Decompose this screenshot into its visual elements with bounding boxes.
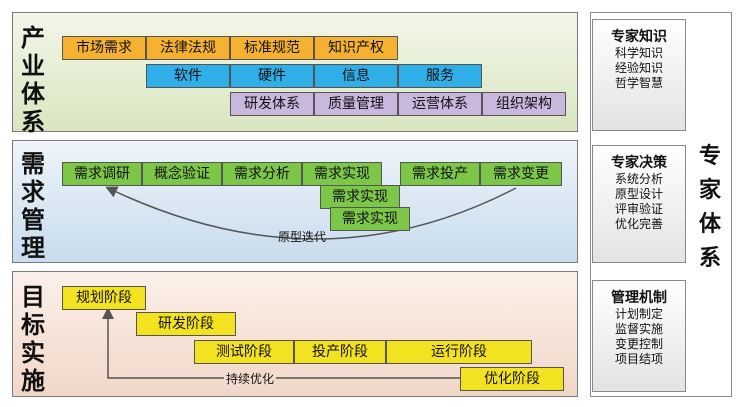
expert-decision-title: 专家决策	[611, 155, 667, 171]
industry-title: 产业 体系	[21, 24, 45, 136]
demand-step: 需求实现	[302, 162, 382, 186]
industry-item: 法律法规	[146, 36, 230, 60]
demand-step-stacked: 需求实现	[320, 185, 400, 209]
industry-item: 硬件	[230, 64, 314, 88]
industry-item: 标准规范	[230, 36, 314, 60]
demand-step: 概念验证	[142, 162, 222, 186]
industry-item: 研发体系	[230, 92, 314, 116]
demand-step: 需求分析	[222, 162, 302, 186]
expert-system-title: 专家 体系	[698, 144, 721, 271]
management-mechanism-box: 管理机制 计划制定 监督实施 变更控制 项目结项	[592, 280, 686, 392]
industry-item: 市场需求	[62, 36, 146, 60]
prototype-iteration-arrow	[105, 186, 517, 240]
prototype-iteration-label: 原型迭代	[278, 230, 327, 244]
demand-step-stacked: 需求实现	[330, 207, 410, 231]
target-stage: 测试阶段	[194, 340, 294, 364]
management-mechanism-title: 管理机制	[611, 290, 667, 306]
target-stage: 研发阶段	[136, 312, 236, 336]
industry-item: 运营体系	[398, 92, 482, 116]
target-stage: 投产阶段	[294, 340, 386, 364]
industry-item: 知识产权	[314, 36, 398, 60]
demand-step: 需求投产	[400, 162, 480, 186]
continuous-optimization-arrow	[102, 307, 462, 379]
industry-item: 质量管理	[314, 92, 398, 116]
expert-knowledge-box: 专家知识 科学知识 经验知识 哲学智慧	[592, 19, 686, 131]
industry-item: 软件	[146, 64, 230, 88]
target-stage: 规划阶段	[62, 286, 146, 310]
expert-decision-box: 专家决策 系统分析 原型设计 评审验证 优化完善	[592, 145, 686, 263]
demand-step: 需求变更	[480, 162, 562, 186]
demand-title: 需求 管理	[21, 150, 45, 262]
industry-item: 组织架构	[482, 92, 566, 116]
demand-management-panel	[12, 140, 578, 263]
continuous-optimization-label: 持续优化	[224, 372, 277, 386]
target-title: 目标 实施	[21, 283, 45, 395]
industry-item: 服务	[398, 64, 482, 88]
expert-knowledge-title: 专家知识	[611, 29, 667, 45]
industry-item: 信息	[314, 64, 398, 88]
target-stage: 优化阶段	[460, 367, 564, 391]
demand-step: 需求调研	[62, 162, 142, 186]
target-stage: 运行阶段	[386, 340, 532, 364]
